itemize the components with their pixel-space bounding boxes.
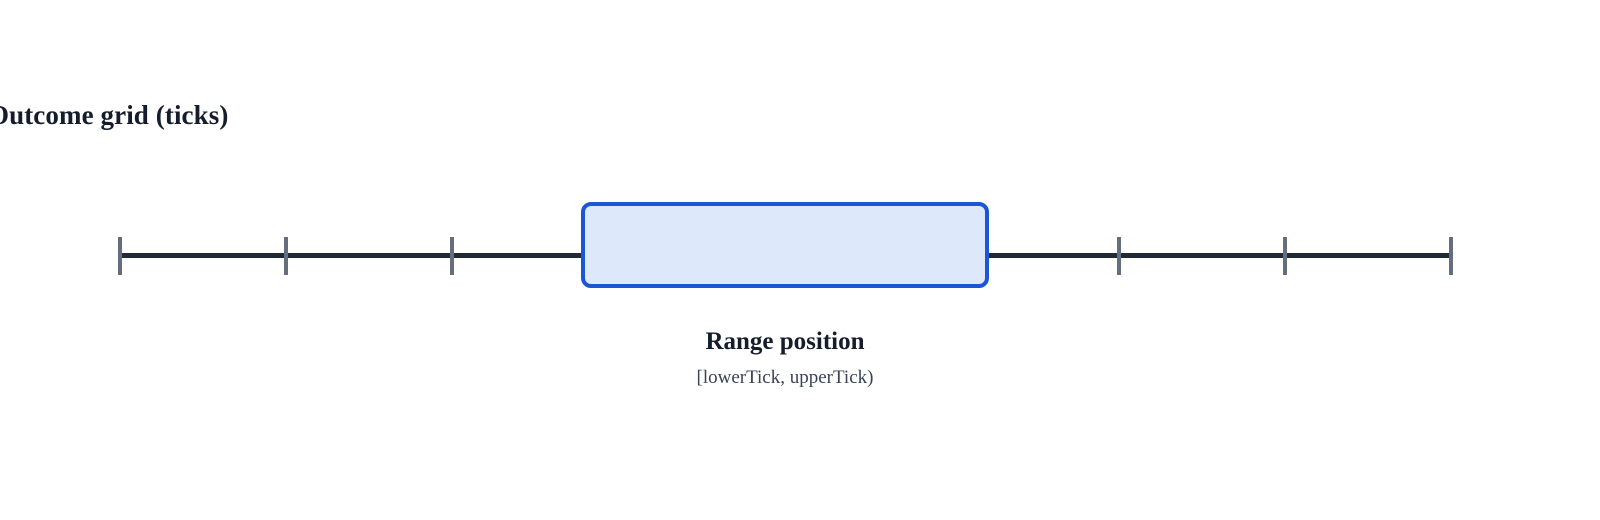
axis-tick: [1117, 237, 1121, 275]
range-caption-group: Range position [lowerTick, upperTick): [581, 328, 989, 388]
axis-tick: [284, 237, 288, 275]
page-title: Outcome grid (ticks): [0, 100, 229, 130]
axis-tick: [450, 237, 454, 275]
range-interval-label: [lowerTick, upperTick): [696, 366, 874, 388]
axis-tick: [1449, 237, 1453, 275]
range-position-box[interactable]: [581, 202, 989, 288]
range-position-label: Range position: [705, 328, 865, 355]
axis-tick: [1283, 237, 1287, 275]
axis-tick: [118, 237, 122, 275]
